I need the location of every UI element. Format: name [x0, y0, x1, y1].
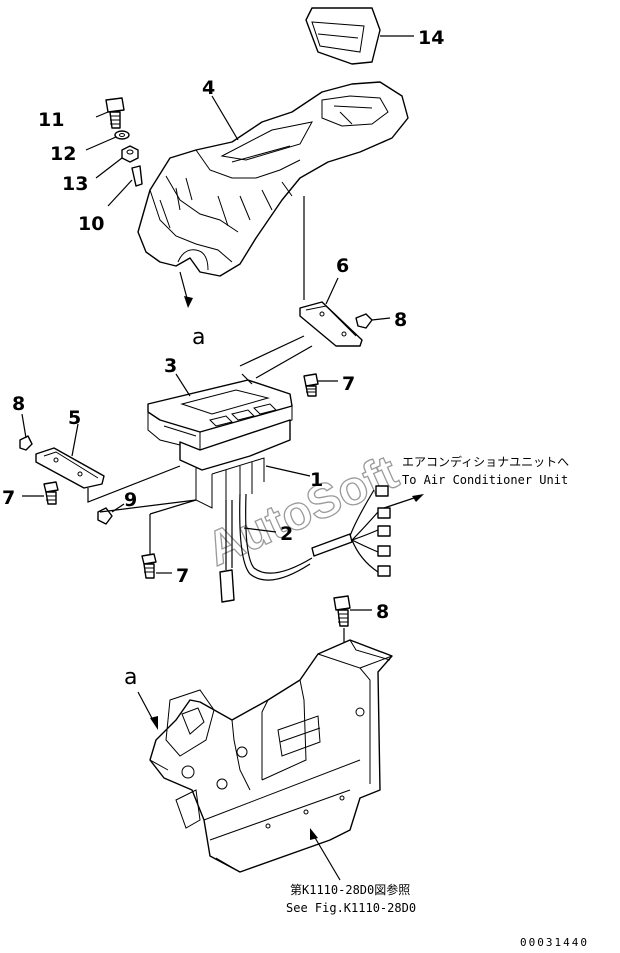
label-part-10: 11: [38, 109, 64, 131]
watermark: AutoSoft: [199, 446, 406, 577]
console-base-frame: [149, 639, 393, 873]
label-part-7-lower: 7: [176, 565, 189, 587]
label-part-3: 3: [164, 355, 177, 377]
label-part-11: 12: [50, 143, 76, 165]
part-7-screw-top: [303, 373, 319, 397]
part-14-cup-holder: [305, 7, 381, 65]
label-part-6: 6: [336, 255, 349, 277]
label-part-4: 4: [202, 77, 215, 99]
part-3-control-panel: [147, 379, 293, 509]
note-see-fig-jp: 第K1110-28D0図参照: [290, 882, 410, 897]
note-aircon-jp: エアコンディショナユニットへ: [402, 454, 569, 469]
label-part-8-right: 8: [394, 309, 407, 331]
label-part-8-top-left: 8: [12, 393, 25, 415]
part-7-screw-lower: [141, 553, 157, 579]
part-2-wire-harness: [219, 485, 424, 603]
label-part-13: 10: [78, 213, 104, 235]
label-part-7-left: 7: [2, 487, 15, 509]
reference-marker-a-upper: a: [192, 325, 205, 350]
label-part-8-lower-left: 9: [124, 489, 137, 511]
part-6-bracket: [299, 301, 363, 347]
part-10-bolt: [105, 97, 125, 129]
part-8-clip-right: [355, 313, 373, 329]
reference-marker-a-lower: a: [124, 665, 137, 690]
drawing-number: 00031440: [520, 936, 589, 949]
label-part-14: 14: [418, 27, 444, 49]
label-part-5: 5: [68, 407, 81, 429]
part-9-bolt: [333, 595, 351, 627]
part-12-nut: [121, 145, 139, 163]
part-13-pin: [131, 165, 143, 187]
part-7-screw-left: [43, 481, 59, 505]
part-5-bracket: [35, 447, 105, 489]
label-part-2: 2: [280, 523, 293, 545]
note-aircon-en: To Air Conditioner Unit: [402, 473, 568, 487]
label-part-12: 13: [62, 173, 88, 195]
label-part-7-top: 7: [342, 373, 355, 395]
label-part-1: 1: [310, 469, 323, 491]
part-4-console-cover: [137, 81, 409, 277]
note-see-fig-en: See Fig.K1110-28D0: [286, 901, 416, 915]
part-11-washer: [114, 130, 130, 140]
label-part-9: 8: [376, 601, 389, 623]
part-8-clip-top-left: [19, 435, 33, 451]
